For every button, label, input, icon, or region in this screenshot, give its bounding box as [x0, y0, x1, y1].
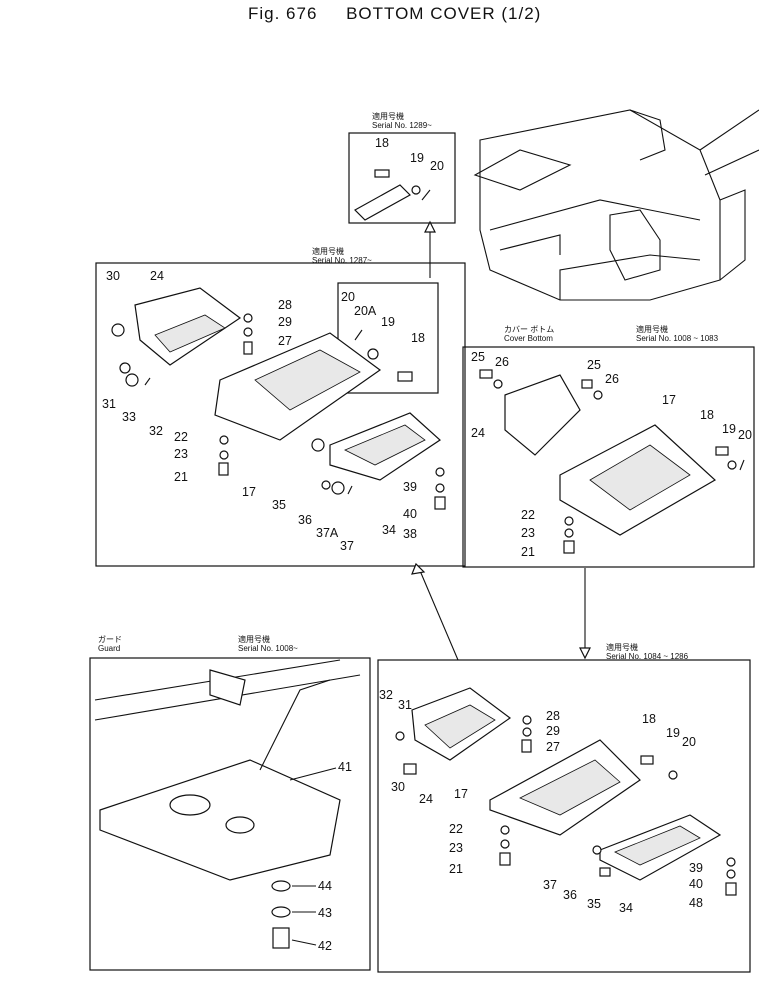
figure-title: Fig. 676 BOTTOM COVER (1/2)	[248, 4, 541, 24]
callout-cover-25a: 25	[471, 350, 485, 364]
callout-1084-32: 32	[379, 688, 393, 702]
callout-1084-22: 22	[449, 822, 463, 836]
machine-frame-illustration	[473, 109, 759, 301]
callout-1287-37: 37	[340, 539, 354, 553]
callout-1287-21: 21	[174, 470, 188, 484]
caption-cover-bottom: カバー ボトム Cover Bottom	[504, 325, 555, 343]
callout-1084-27: 27	[546, 740, 560, 754]
callout-1287-20: 20	[341, 290, 355, 304]
callout-cover-23: 23	[521, 526, 535, 540]
callout-1287-33: 33	[122, 410, 136, 424]
callout-1289-20: 20	[430, 159, 444, 173]
panel-1287-parts	[111, 287, 446, 510]
panel-frame-cover-bottom	[462, 346, 755, 568]
figure-name: BOTTOM COVER (1/2)	[346, 4, 542, 23]
callout-1084-23: 23	[449, 841, 463, 855]
callout-1084-30: 30	[391, 780, 405, 794]
callout-1287-34: 34	[382, 523, 396, 537]
callout-1084-34: 34	[619, 901, 633, 915]
callout-1287-32: 32	[149, 424, 163, 438]
callout-cover-21: 21	[521, 545, 535, 559]
callout-cover-20: 20	[738, 428, 752, 442]
callout-1287-36: 36	[298, 513, 312, 527]
callout-1084-36: 36	[563, 888, 577, 902]
callout-guard-41: 41	[338, 760, 352, 774]
callout-1084-48: 48	[689, 896, 703, 910]
callout-1287-23: 23	[174, 447, 188, 461]
callout-cover-26a: 26	[495, 355, 509, 369]
panel-frame-guard	[89, 657, 371, 971]
callout-1084-39: 39	[689, 861, 703, 875]
callout-1287-19: 19	[381, 315, 395, 329]
callout-1287-29: 29	[278, 315, 292, 329]
panel-frame-1287-inset	[337, 282, 439, 394]
callout-cover-18: 18	[700, 408, 714, 422]
panel-1084-parts	[395, 687, 737, 896]
callout-1289-18: 18	[375, 136, 389, 150]
caption-1289: 適用号機 Serial No. 1289~	[372, 112, 432, 130]
callout-1287-39: 39	[403, 480, 417, 494]
callout-1084-17: 17	[454, 787, 468, 801]
panel-frame-1289	[348, 132, 456, 224]
callout-1287-27: 27	[278, 334, 292, 348]
callout-1084-24: 24	[419, 792, 433, 806]
caption-guard-serial: 適用号機 Serial No. 1008~	[238, 635, 298, 653]
callout-1287-17: 17	[242, 485, 256, 499]
callout-1287-22: 22	[174, 430, 188, 444]
callout-1289-19: 19	[410, 151, 424, 165]
callout-1084-21: 21	[449, 862, 463, 876]
guard-parts	[94, 659, 361, 949]
callout-1287-38: 38	[403, 527, 417, 541]
callout-1084-18: 18	[642, 712, 656, 726]
callout-cover-26b: 26	[605, 372, 619, 386]
panel-1289-parts	[354, 169, 431, 221]
callout-cover-25b: 25	[587, 358, 601, 372]
callout-1084-37: 37	[543, 878, 557, 892]
panel-frame-1084	[377, 659, 751, 973]
panel-frame-1287	[95, 262, 466, 567]
callout-1287-24: 24	[150, 269, 164, 283]
callout-1287-18: 18	[411, 331, 425, 345]
callout-guard-42: 42	[318, 939, 332, 953]
figure-number: Fig. 676	[248, 4, 318, 23]
callout-1084-35: 35	[587, 897, 601, 911]
callout-1084-31: 31	[398, 698, 412, 712]
caption-cover-serial: 適用号機 Serial No. 1008 ~ 1083	[636, 325, 719, 343]
callout-1287-40: 40	[403, 507, 417, 521]
callout-guard-43: 43	[318, 906, 332, 920]
callout-1084-28: 28	[546, 709, 560, 723]
callout-cover-19: 19	[722, 422, 736, 436]
arrow-guard-to-1287	[417, 565, 459, 661]
callout-1084-20: 20	[682, 735, 696, 749]
callout-1287-37a: 37A	[316, 526, 339, 540]
callout-cover-17: 17	[662, 393, 676, 407]
caption-1084: 適用号機 Serial No. 1084 ~ 1286	[606, 643, 689, 661]
caption-guard: ガード Guard	[98, 635, 122, 653]
caption-1287: 適用号機 Serial No. 1287~	[312, 247, 372, 265]
callout-cover-22: 22	[521, 508, 535, 522]
callout-1287-35: 35	[272, 498, 286, 512]
callout-1084-19: 19	[666, 726, 680, 740]
callout-1084-29: 29	[546, 724, 560, 738]
callout-1287-20a: 20A	[354, 304, 377, 318]
callout-1287-28: 28	[278, 298, 292, 312]
callout-1084-40: 40	[689, 877, 703, 891]
callout-cover-24: 24	[471, 426, 485, 440]
callout-1287-31: 31	[102, 397, 116, 411]
cover-bottom-parts	[479, 369, 745, 554]
callout-1287-30: 30	[106, 269, 120, 283]
callout-guard-44: 44	[318, 879, 332, 893]
